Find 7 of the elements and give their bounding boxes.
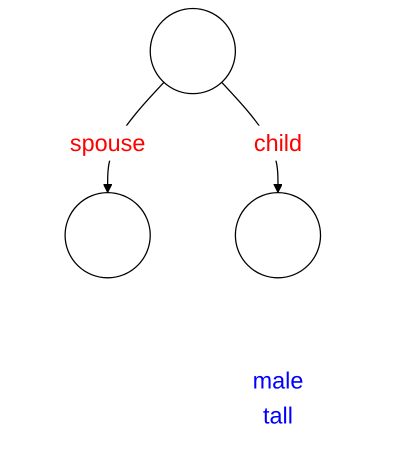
node-circle bbox=[234, 192, 322, 278]
node-label: male bbox=[252, 367, 304, 394]
edge-label: child bbox=[254, 130, 302, 156]
node-label: tall bbox=[262, 402, 293, 429]
edge-label: spouse bbox=[70, 130, 146, 156]
node-circle bbox=[64, 192, 151, 278]
node-circle bbox=[150, 8, 236, 94]
